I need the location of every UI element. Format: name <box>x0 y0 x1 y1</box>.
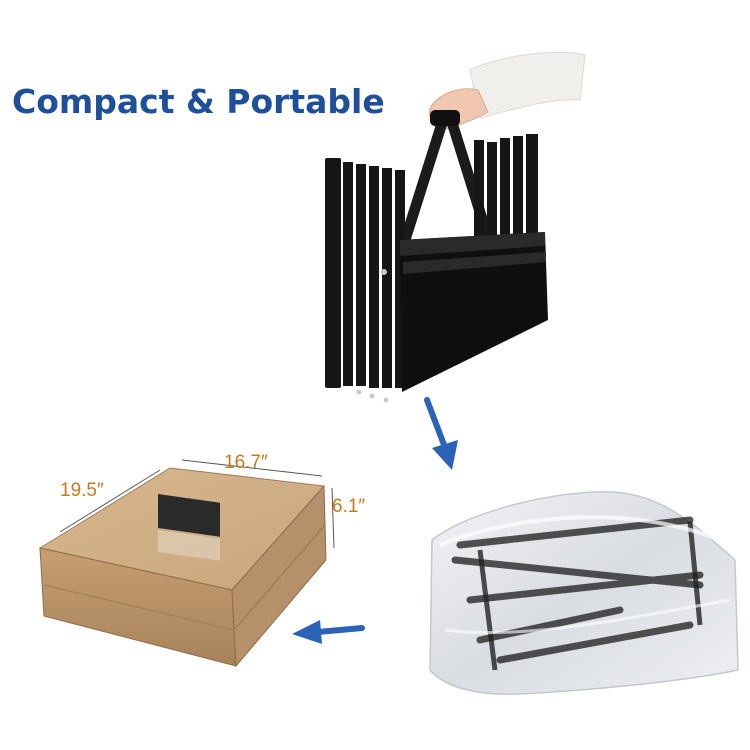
dimension-width-label: 16.7″ <box>224 452 268 473</box>
arrow-left-icon <box>292 620 365 644</box>
shipping-box-image <box>38 467 327 668</box>
dimension-height-label: 6.1″ <box>332 496 366 517</box>
bagged-stool-image <box>429 491 739 696</box>
dimension-length-label: 19.5″ <box>60 480 104 501</box>
arrow-down-icon <box>424 397 458 470</box>
dimension-lines <box>59 459 335 549</box>
page-title: Compact & Portable <box>12 82 385 121</box>
folded-stool-image <box>325 110 548 403</box>
